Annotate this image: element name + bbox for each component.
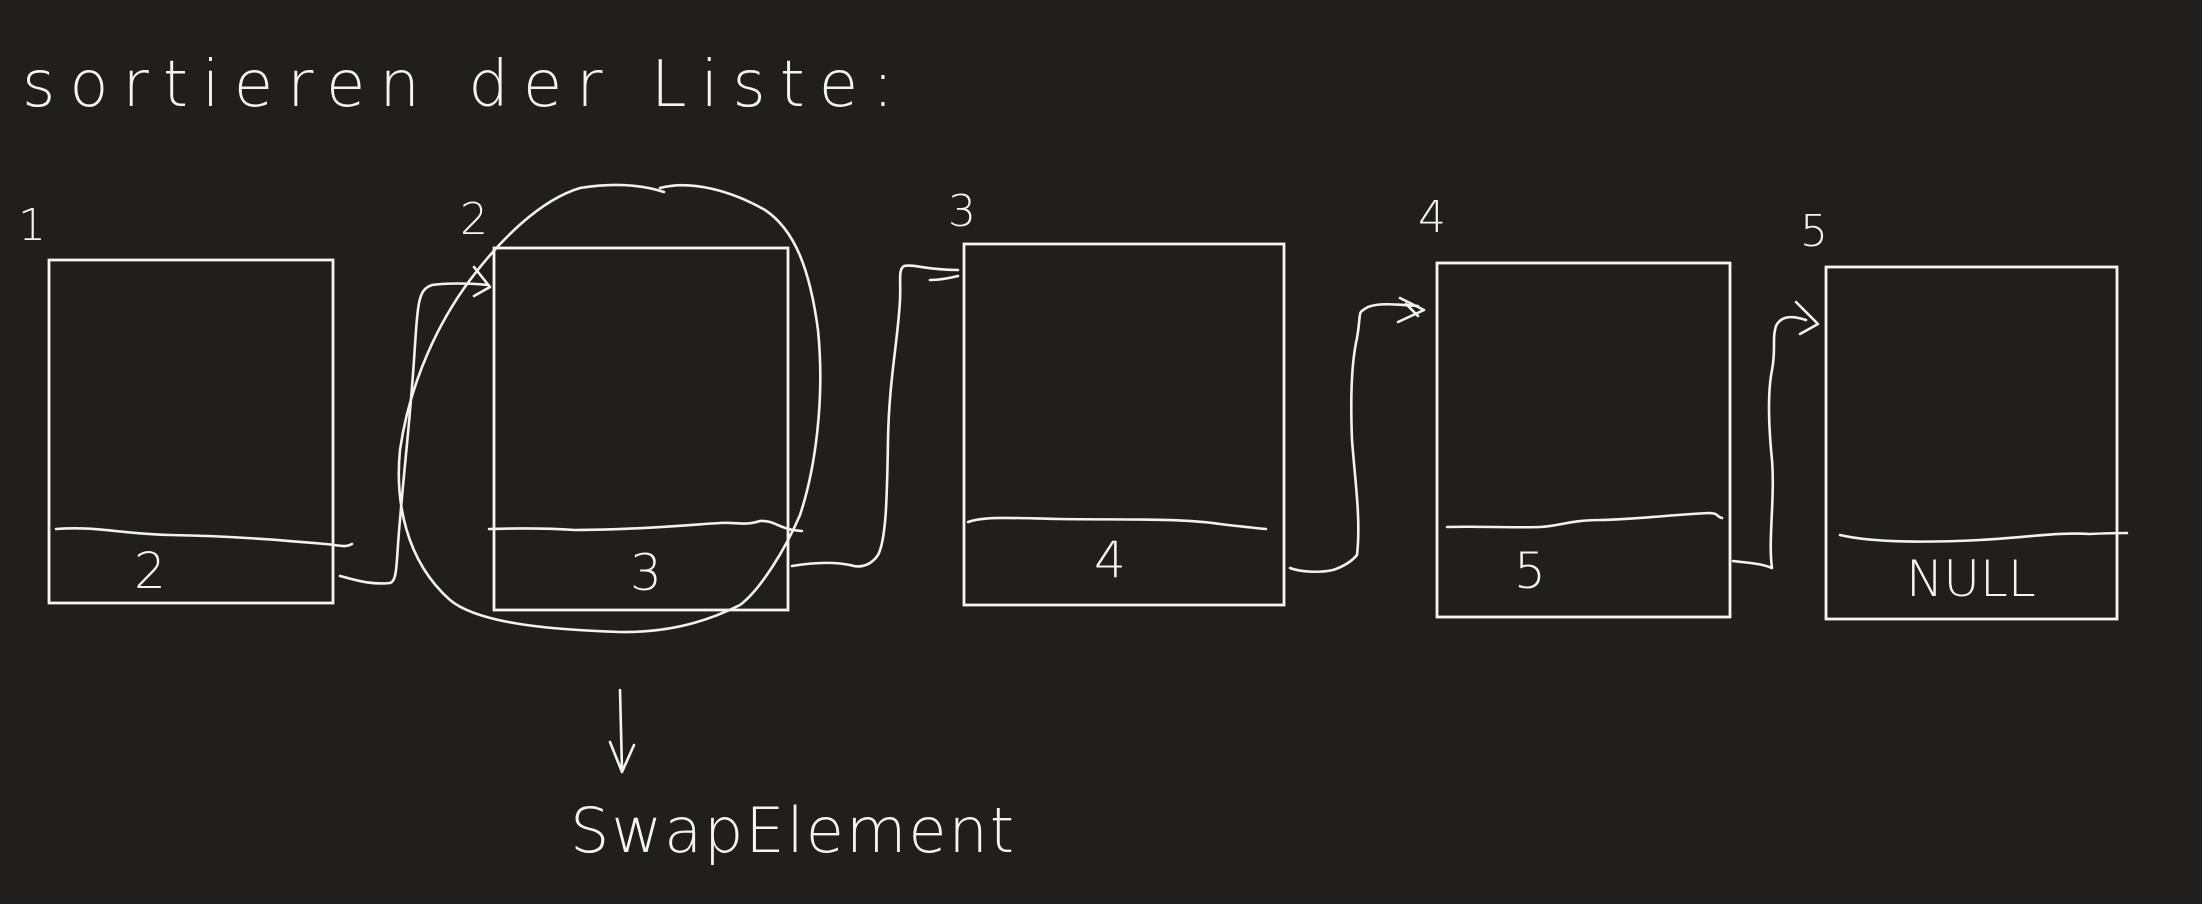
node-value-3: 4 xyxy=(1094,531,1126,589)
node-divider-5 xyxy=(1838,531,2129,543)
node-value-4: 5 xyxy=(1514,542,1546,600)
node-box-2 xyxy=(492,246,790,612)
arrowhead-1-to-2 xyxy=(472,265,492,298)
list-node-2: 2 3 xyxy=(460,194,804,612)
node-value-2: 3 xyxy=(630,544,662,602)
pointer-arrow-4-to-5 xyxy=(1731,315,1808,570)
node-divider-1 xyxy=(54,527,354,548)
list-node-3: 3 4 xyxy=(948,186,1286,607)
node-box-3 xyxy=(962,242,1286,607)
node-divider-4 xyxy=(1445,511,1724,529)
node-index-2: 2 xyxy=(460,194,488,245)
down-arrow xyxy=(608,688,636,774)
node-index-3: 3 xyxy=(948,186,976,237)
list-node-4: 4 5 xyxy=(1418,192,1732,619)
arrowhead-3-to-4 xyxy=(1396,296,1426,324)
swap-element-label: SwapElement xyxy=(570,794,1016,867)
node-box-1 xyxy=(47,258,335,605)
list-node-5: 5 NULL xyxy=(1800,206,2129,621)
selection-loop xyxy=(397,183,822,634)
list-node-1: 1 2 xyxy=(18,200,354,605)
diagram-title: sortieren der Liste: xyxy=(22,48,908,122)
node-index-5: 5 xyxy=(1800,206,1828,257)
node-divider-3 xyxy=(966,516,1268,531)
node-index-1: 1 xyxy=(18,200,46,251)
node-value-5: NULL xyxy=(1906,550,2036,608)
node-divider-2 xyxy=(487,519,804,533)
node-box-5 xyxy=(1824,265,2119,621)
arrowhead-4-to-5 xyxy=(1794,300,1820,336)
node-box-4 xyxy=(1435,261,1732,619)
arrowhead-2-to-3 xyxy=(928,274,960,282)
pointer-arrow-1-to-2 xyxy=(338,282,490,585)
pointer-arrow-3-to-4 xyxy=(1288,302,1420,574)
node-index-4: 4 xyxy=(1418,192,1446,243)
node-value-1: 2 xyxy=(134,542,166,600)
pointer-arrow-2-to-3 xyxy=(790,264,960,568)
